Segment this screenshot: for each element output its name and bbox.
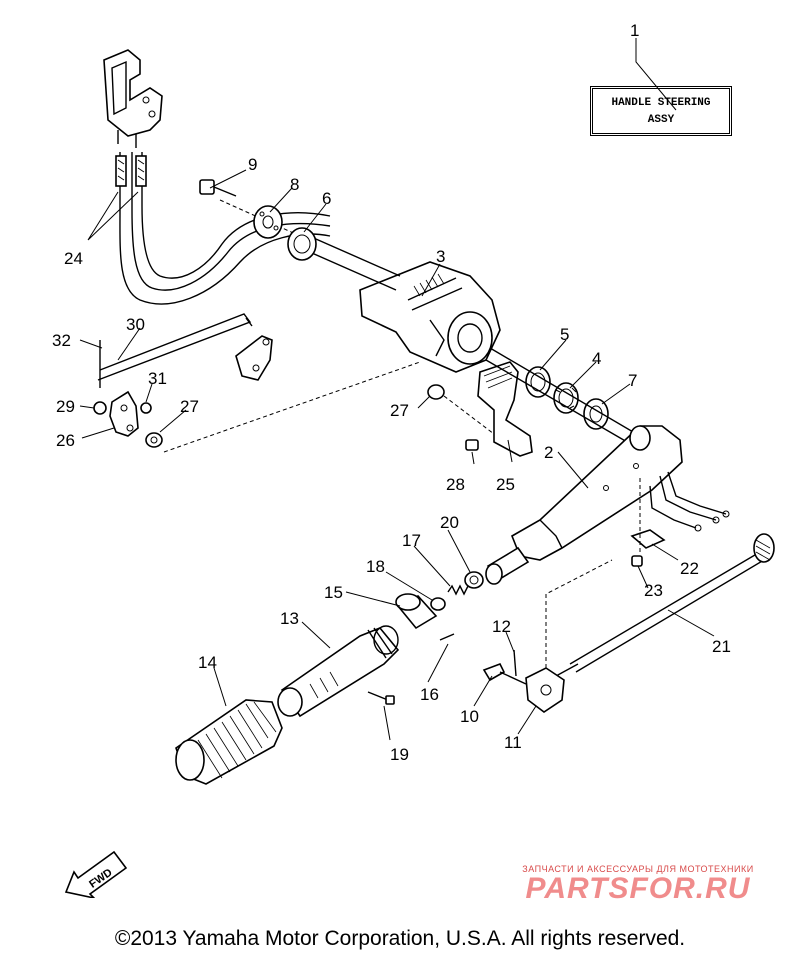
callout-23: 23 <box>644 581 663 600</box>
sleeve-15 <box>395 593 438 630</box>
nut-29 <box>93 401 107 415</box>
lever-26 <box>109 390 139 437</box>
callout-10: 10 <box>460 707 479 726</box>
callout-31: 31 <box>148 369 167 388</box>
screw-10 <box>482 662 527 685</box>
spring-17 <box>447 584 469 596</box>
handle-arm-2 <box>510 425 683 561</box>
steering-handle-body <box>359 261 501 373</box>
bolt-9 <box>199 179 237 197</box>
callout-17: 17 <box>402 531 421 550</box>
callout-8: 8 <box>290 175 299 194</box>
forward-direction-badge: FWD <box>64 850 128 898</box>
bushing-27-lower <box>145 432 163 448</box>
cable-bracket <box>103 49 163 148</box>
washer-5 <box>525 366 551 398</box>
pin-12 <box>513 649 517 677</box>
callout-6: 6 <box>322 189 331 208</box>
callout-7: 7 <box>628 371 637 390</box>
callout-13: 13 <box>280 609 299 628</box>
callout-20: 20 <box>440 513 459 532</box>
assembly-line-left <box>163 361 421 453</box>
callout-3: 3 <box>436 247 445 266</box>
washer-18 <box>430 597 446 611</box>
callout-12: 12 <box>492 617 511 636</box>
throttle-tube-13 <box>277 625 400 718</box>
callout-30: 30 <box>126 315 145 334</box>
screw-16 <box>439 633 455 641</box>
wave-washer-4 <box>553 382 579 414</box>
washer-31 <box>140 402 152 414</box>
clamp-22 <box>630 529 666 549</box>
callout-4: 4 <box>592 349 601 368</box>
screw-23 <box>631 555 643 567</box>
lever-bracket <box>235 335 273 381</box>
callout-25: 25 <box>496 475 515 494</box>
bushing-6 <box>287 227 317 261</box>
callout-28: 28 <box>446 475 465 494</box>
callout-27-lower: 27 <box>180 397 199 416</box>
callout-18: 18 <box>366 557 385 576</box>
throttle-shaft-21 <box>555 533 775 677</box>
collar-20 <box>464 571 484 589</box>
callout-1: 1 <box>630 21 639 40</box>
assembly-label-line2: ASSY <box>647 114 675 126</box>
handle-shaft <box>485 347 641 447</box>
stop-switch-wires <box>649 471 730 532</box>
callout-26: 26 <box>56 431 75 450</box>
assembly-line-11 <box>545 559 613 668</box>
callout-11: 11 <box>504 733 522 752</box>
handle-tip <box>485 546 530 585</box>
screw-19 <box>367 691 395 705</box>
washer-8 <box>253 205 283 239</box>
callout-32: 32 <box>52 331 71 350</box>
callout-9: 9 <box>248 155 257 174</box>
assembly-label-box: HANDLE STEERING ASSY <box>590 86 732 136</box>
watermark-logo: PARTSFOR.RU <box>525 872 751 905</box>
callout-14: 14 <box>198 653 217 672</box>
cap-28 <box>465 439 479 451</box>
watermark-tagline: ЗАПЧАСТИ И АКСЕССУАРЫ ДЛЯ МОТОТЕХНИКИ <box>522 864 754 874</box>
handle-grip-14 <box>175 699 283 785</box>
callout-15: 15 <box>324 583 343 602</box>
callout-2: 2 <box>544 443 553 462</box>
assembly-label-line1: HANDLE STEERING <box>611 97 711 109</box>
callout-24: 24 <box>64 249 83 268</box>
callout-16: 16 <box>420 685 439 704</box>
copyright-notice: ©2013 Yamaha Motor Corporation, U.S.A. A… <box>114 927 686 950</box>
lever-25 <box>477 361 533 457</box>
forward-arrow-icon <box>64 850 128 898</box>
callout-21: 21 <box>712 637 731 656</box>
watermark: ЗАПЧАСТИ И АКСЕССУАРЫ ДЛЯ МОТОТЕХНИКИ PA… <box>488 864 788 906</box>
callout-19: 19 <box>390 745 409 764</box>
callout-29: 29 <box>56 397 75 416</box>
callout-27-upper: 27 <box>390 401 409 420</box>
callout-5: 5 <box>560 325 569 344</box>
bushing-27-upper <box>427 384 445 400</box>
callout-22: 22 <box>680 559 699 578</box>
leader-lines <box>79 38 715 741</box>
assembly-line-25 <box>443 395 495 435</box>
link-rod-30 <box>97 313 253 388</box>
